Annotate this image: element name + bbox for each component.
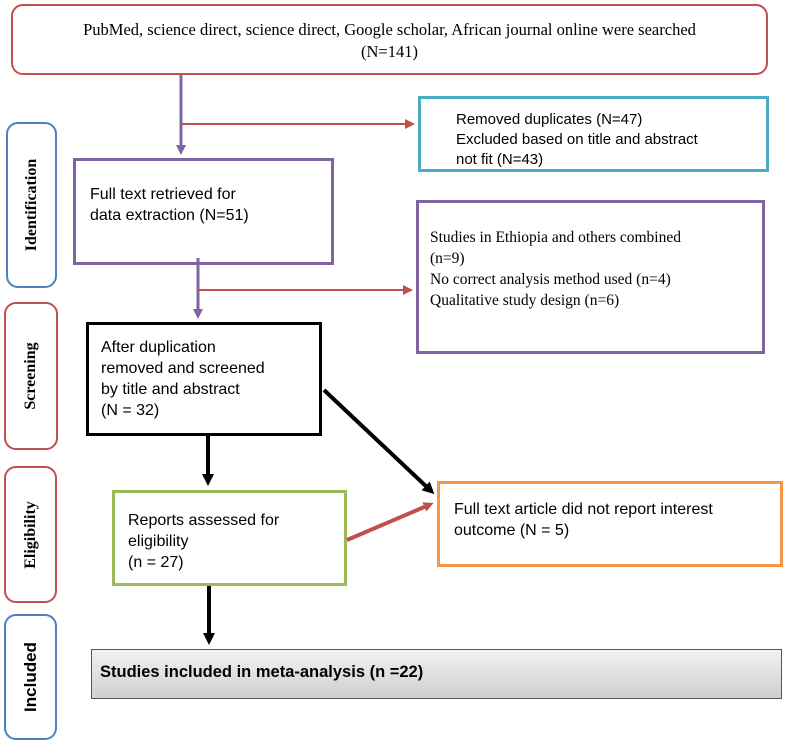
included-box: Studies included in meta-analysis (n =22… [91, 649, 782, 699]
assessed-line1: Reports assessed for [128, 512, 280, 529]
stage-included: Included [4, 614, 57, 740]
excluded-ethiopia-text: Studies in Ethiopia and others combined [430, 229, 681, 246]
screened-line1: After duplication [101, 339, 216, 356]
included-text: Studies included in meta-analysis (n =22… [100, 663, 424, 681]
not-fit-text: not fit (N=43) [456, 151, 544, 168]
stage-identification: Identification [6, 122, 57, 288]
full-text-line1: Full text retrieved for [90, 186, 236, 203]
arrow-assessed-to-notreported [346, 502, 434, 542]
not-reported-line1: Full text article did not report interes… [454, 501, 713, 518]
stage-screening: Screening [4, 302, 58, 450]
arrow-screened-to-notreported [322, 388, 435, 495]
screened-line3: by title and abstract [101, 381, 240, 398]
removed-duplicates-text: Removed duplicates (N=47) [456, 111, 643, 128]
stage-eligibility: Eligibility [4, 466, 57, 603]
search-box: PubMed, science direct, science direct, … [11, 4, 768, 75]
removed-duplicates-box: Removed duplicates (N=47) Excluded based… [418, 96, 769, 172]
assessed-count: (n = 27) [128, 554, 184, 571]
not-reported-box: Full text article did not report interes… [437, 481, 783, 567]
excluded-title-text: Excluded based on title and abstract [456, 131, 698, 148]
search-text: PubMed, science direct, science direct, … [83, 20, 696, 39]
assessed-line2: eligibility [128, 533, 189, 550]
excluded-ethiopia-count: (n=9) [430, 250, 465, 267]
assessed-box: Reports assessed for eligibility (n = 27… [112, 490, 347, 586]
excluded-method-text: No correct analysis method used (n=4) [430, 271, 671, 288]
screened-line2: removed and screened [101, 360, 265, 377]
screened-count: (N = 32) [101, 402, 160, 419]
full-text-line2: data extraction (N=51) [90, 207, 249, 224]
excluded-studies-box: Studies in Ethiopia and others combined … [416, 200, 765, 354]
full-text-box: Full text retrieved for data extraction … [73, 158, 334, 265]
not-reported-line2: outcome (N = 5) [454, 522, 570, 539]
excluded-qualitative-text: Qualitative study design (n=6) [430, 292, 620, 309]
screened-box: After duplication removed and screened b… [86, 322, 322, 436]
search-count: (N=141) [361, 42, 418, 61]
